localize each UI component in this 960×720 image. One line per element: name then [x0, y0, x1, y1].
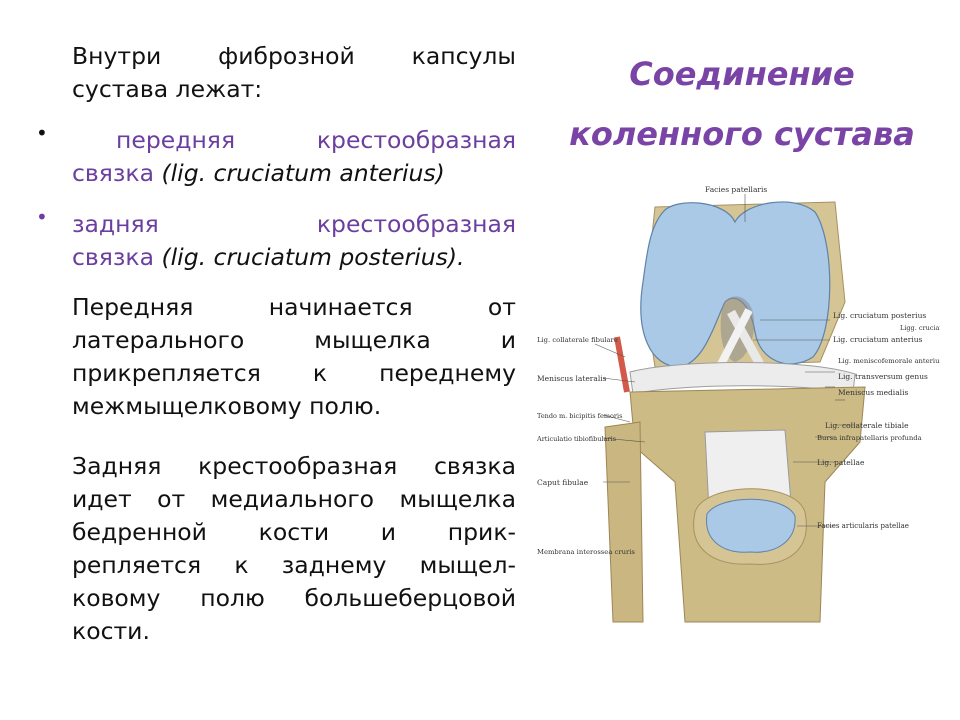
intro-line-2: сустава лежат:: [72, 75, 263, 103]
knee-joint-illustration: Facies patellaris Lig. cruciatum posteri…: [535, 182, 940, 637]
term-anterior-line-1: передняя крестообразная: [116, 126, 516, 154]
label-collaterale-tibiale: Lig. collaterale tibiale: [825, 421, 909, 430]
leader-lines: [594, 194, 855, 527]
cruciate-anterior-ligament: [713, 308, 753, 374]
posterior-line-4: репляется к заднему мыщел-: [72, 551, 516, 579]
label-membrana-interossea: Membrana interossea cruris: [537, 548, 635, 556]
label-transversum-genus: Lig. transversum genus: [838, 372, 928, 381]
bullet-posterior: задняя крестообразная связка (lig. cruci…: [72, 208, 516, 274]
label-meniscus-lateralis: Meniscus lateralis: [537, 374, 607, 383]
label-facies-patellaris: Facies patellaris: [705, 185, 767, 194]
anterior-line-4: межмыщелковому полю.: [72, 392, 382, 420]
slide-title: Соединение коленного сустава: [540, 44, 944, 164]
posterior-line-2: идет от медиального мыщелка: [72, 485, 516, 513]
term-posterior-line-2: связка: [72, 243, 154, 271]
label-cruciatum-posterius: Lig. cruciatum posterius: [833, 311, 926, 320]
label-ligg-cruciata-genus: Ligg. cruciata genus: [900, 324, 940, 332]
menisci: [629, 362, 856, 395]
latin-anterior: (lig. cruciatum anterius): [154, 159, 445, 187]
label-bursa-infrapatellaris: Bursa infrapatellaris profunda: [817, 434, 922, 442]
posterior-line-6: кости.: [72, 617, 150, 645]
posterior-line-1: Задняя крестообразная связка: [72, 452, 516, 480]
femoral-cartilage: [640, 201, 831, 368]
intro-line-1: Внутри фиброзной капсулы: [72, 42, 516, 70]
intro-paragraph: Внутри фиброзной капсулы сустава лежат:: [72, 40, 516, 106]
collateral-fibular-ligament: [614, 336, 630, 393]
bullet-marker: •: [36, 205, 48, 229]
label-lig-patellae: Lig. patellae: [817, 458, 865, 467]
cruciate-posterior-ligament: [727, 309, 767, 373]
label-caput-fibulae: Caput fibulae: [537, 478, 589, 487]
knee-joint-svg: Facies patellaris Lig. cruciatum posteri…: [536, 185, 940, 623]
label-cruciatum-anterius: Lig. cruciatum anterius: [833, 335, 923, 344]
bullet-anterior: передняя крестообразная связка (lig. cru…: [72, 124, 516, 190]
anterior-description: Передняя начинается от латерального мыще…: [72, 291, 516, 423]
label-tendo-bicipitis: Tendo m. bicipitis femoris: [537, 412, 622, 420]
label-facies-articularis-patellae: Facies articularis patellae: [817, 522, 909, 530]
posterior-description: Задняя крестообразная связка идет от мед…: [72, 450, 516, 648]
label-collaterale-fibulare: Lig. collaterale fibulare: [537, 336, 618, 344]
fibula-bone: [604, 421, 644, 623]
patella-articular-surface: [706, 498, 796, 553]
label-meniscofemorale: Lig. meniscofemorale anterius: [838, 357, 940, 365]
latin-posterior: (lig. cruciatum posterius).: [154, 243, 465, 271]
title-line-1: Соединение: [629, 55, 855, 93]
label-articulatio-tibiofibularis: Articulatio tibiofibularis: [536, 435, 616, 443]
anterior-line-1: Передняя начинается от: [72, 293, 516, 321]
term-anterior-line-2: связка: [72, 159, 154, 187]
term-posterior-line-1: задняя крестообразная: [72, 210, 516, 238]
text-column: Внутри фиброзной капсулы сустава лежат: …: [36, 40, 516, 648]
posterior-line-5: ковому полю большеберцовой: [72, 584, 516, 612]
title-line-2: коленного сустава: [569, 115, 915, 153]
bullet-marker: •: [36, 121, 48, 145]
label-meniscus-medialis: Meniscus medialis: [838, 388, 908, 397]
anterior-line-3: прикрепляется к переднему: [72, 359, 516, 387]
posterior-line-3: бедренной кости и прик-: [72, 518, 516, 546]
anterior-line-2: латерального мыщелка и: [72, 326, 516, 354]
